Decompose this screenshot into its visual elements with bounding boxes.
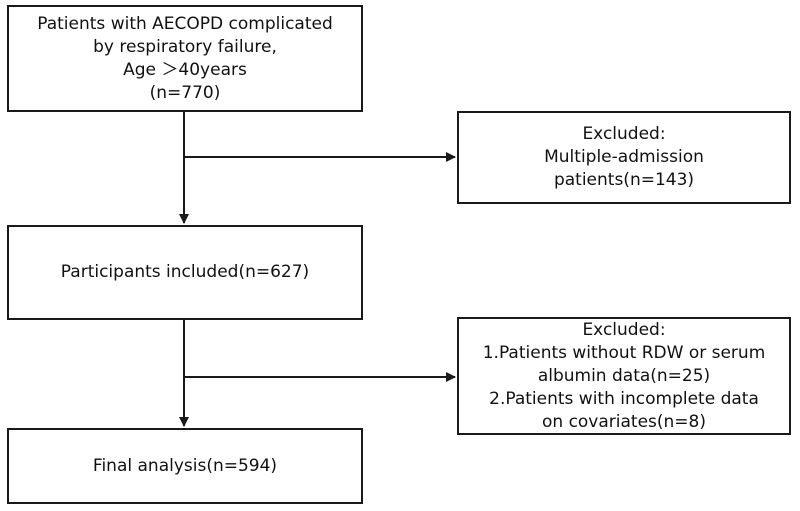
final-analysis-label: Final analysis(n=594) [92,455,278,476]
box-exclusion-1: Excluded: Multiple-admission patients(n=… [457,111,791,204]
box-initial-line-2: by respiratory failure, [93,36,277,57]
exclusion-2-line-2: 1.Patients without RDW or serum [482,342,766,363]
participants-included-label: Participants included(n=627) [60,262,310,282]
exclusion-2-line-5: on covariates(n=8) [541,411,706,432]
box-final-analysis: Final analysis(n=594) [7,428,363,504]
exclusion-1-line-3: patients(n=143) [553,170,695,190]
exclusion-1-line-1: Excluded: [582,124,666,144]
box-initial-population: Patients with AECOPD complicated by resp… [7,5,363,112]
exclusion-2-line-3: albumin data(n=25) [537,365,711,386]
exclusion-2-line-1: Excluded: [582,319,666,340]
exclusion-1-line-2: Multiple-admission [544,147,704,167]
box-exclusion-2: Excluded: 1.Patients without RDW or seru… [457,317,791,435]
box-initial-line-3: Age ＞40years [123,59,247,80]
exclusion-2-line-4: 2.Patients with incomplete data [489,388,759,409]
box-initial-line-1: Patients with AECOPD complicated [37,13,333,34]
box-initial-line-4: (n=770) [149,82,221,103]
box-participants-included: Participants included(n=627) [7,225,363,320]
